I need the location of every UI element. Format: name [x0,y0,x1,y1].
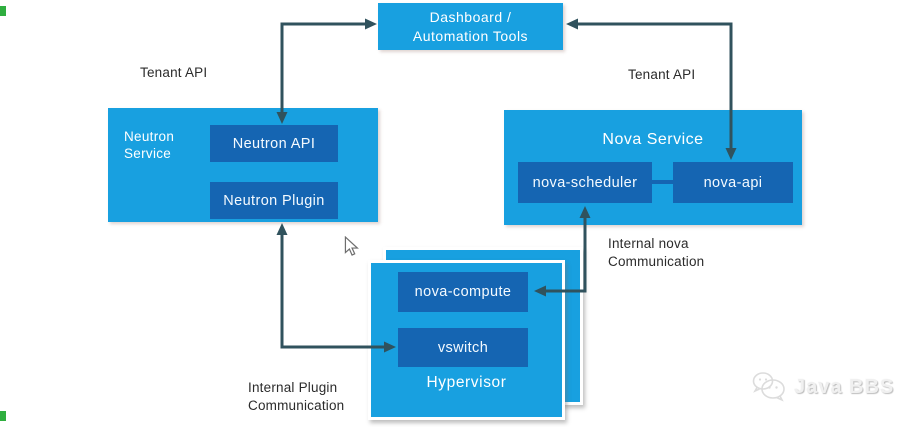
internal-nova-line1: Internal nova [608,236,689,251]
nova-scheduler-label: nova-scheduler [532,174,638,191]
nova-api-label: nova-api [703,174,763,191]
nova-scheduler-box: nova-scheduler [518,162,652,203]
connector-dashboard-neutron [280,22,367,113]
dashboard-label-line2: Automation Tools [412,27,529,44]
dashboard-label-line1: Dashboard / [429,8,512,25]
hypervisor-label: Hypervisor [426,374,507,391]
encoding-artifact-bottom [0,411,6,421]
tenant-api-label-right: Tenant API [628,67,696,82]
java-bbs-watermark: Java BBS [750,371,894,403]
neutron-title-line2: Service [124,146,172,162]
tenant-api-label-left: Tenant API [140,65,208,80]
mouse-cursor-icon [344,235,359,262]
vswitch-box: vswitch [398,328,528,367]
nova-service-title: Nova Service [602,131,704,148]
watermark-text: Java BBS [794,375,895,398]
dashboard-box: Dashboard / Automation Tools [378,3,563,50]
internal-plugin-line2: Communication [248,397,345,413]
internal-plugin-line1: Internal Plugin [248,380,338,395]
internal-nova-communication-label: Internal nova Communication [608,235,704,270]
neutron-plugin-label: Neutron Plugin [223,192,325,209]
encoding-artifact-top [0,6,6,16]
internal-plugin-communication-label: Internal Plugin Communication [248,379,344,414]
chat-bubbles-icon [752,372,785,402]
neutron-plugin-box: Neutron Plugin [210,182,338,219]
nova-compute-label: nova-compute [414,284,512,300]
neutron-title-line1: Neutron [124,129,175,144]
neutron-api-label: Neutron API [232,135,316,152]
neutron-service-title: Neutron Service [124,128,174,163]
nova-compute-box: nova-compute [398,272,528,312]
internal-nova-line2: Communication [608,253,705,269]
vswitch-label: vswitch [437,339,489,356]
nova-api-box: nova-api [673,162,793,203]
neutron-api-box: Neutron API [210,125,338,162]
scheduler-api-connector [650,180,676,184]
